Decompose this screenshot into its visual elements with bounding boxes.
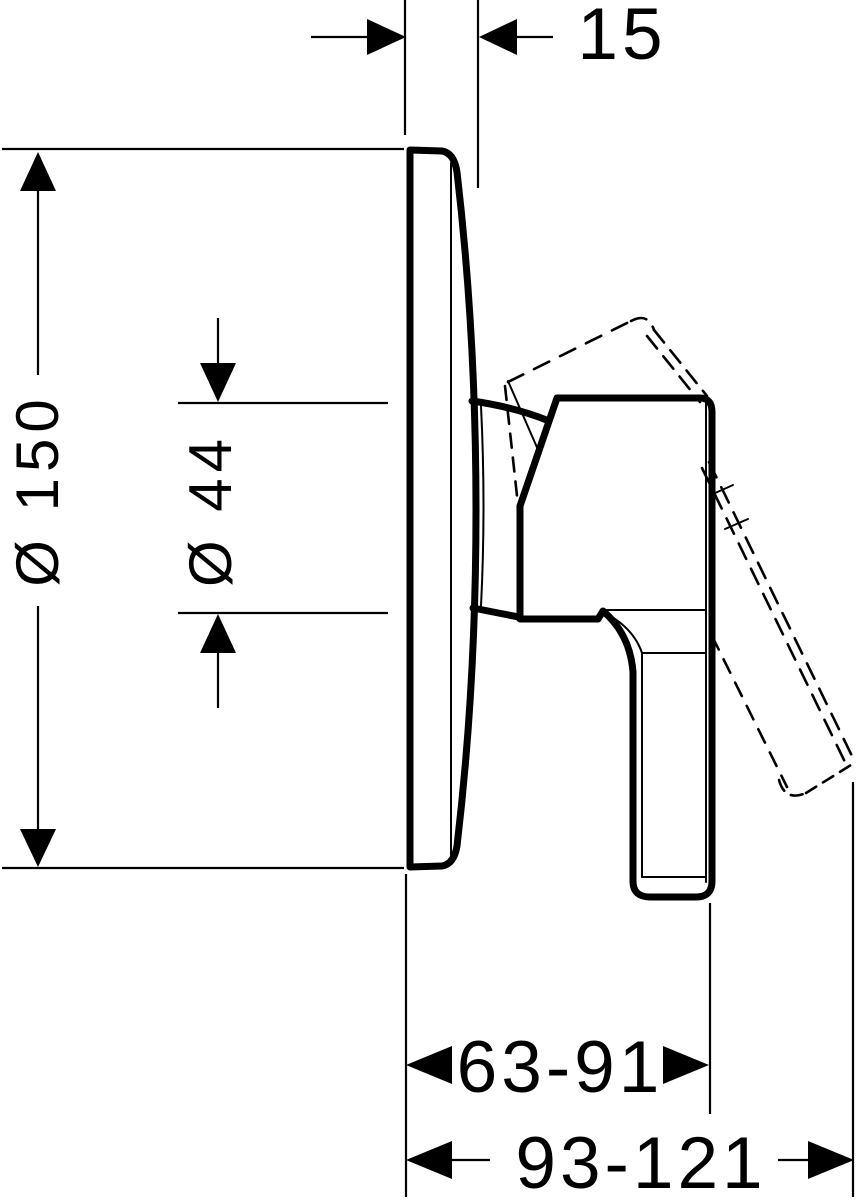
open-head-right-edge-a xyxy=(652,328,709,398)
open-head-top-edge xyxy=(506,319,633,384)
plate-outline xyxy=(406,146,480,871)
open-head-left-edge xyxy=(503,384,520,507)
arrowhead-right-icon xyxy=(808,1141,854,1179)
open-head-corner xyxy=(629,316,656,332)
dimension-label-plate-diameter: Ø 150 xyxy=(4,393,71,586)
dimension-label-depth-max: 93-121 xyxy=(515,1123,766,1200)
open-head-right-edge-b xyxy=(645,334,702,404)
lever-handle-open-dashed xyxy=(503,316,854,797)
dimension-plate-depth: 15 xyxy=(311,0,666,75)
arrowhead-right-icon xyxy=(663,1046,709,1084)
arrowhead-left-icon xyxy=(479,19,517,55)
open-lever-right-edge-b xyxy=(700,466,847,764)
arrowhead-up-icon xyxy=(20,152,56,191)
dimension-label-plate-depth: 15 xyxy=(577,0,666,75)
hub-contour-line xyxy=(480,405,485,607)
arrowhead-down-icon xyxy=(200,363,236,402)
dimension-depth-range-min: 63-91 xyxy=(406,1027,709,1108)
open-lever-step-tick-b xyxy=(724,518,749,530)
dimension-depth-range-max: 93-121 xyxy=(406,1123,854,1200)
handle-outline xyxy=(516,394,716,901)
open-lever-step-tick-a xyxy=(712,484,734,495)
dimension-plate-diameter: Ø 150 xyxy=(4,152,71,867)
arrowhead-left-icon xyxy=(406,1141,452,1179)
escutcheon-plate xyxy=(406,146,480,871)
arrowhead-down-icon xyxy=(20,829,56,867)
hub-bottom-edge xyxy=(469,604,523,621)
arrowhead-right-icon xyxy=(367,19,406,55)
open-lever-left-edge xyxy=(710,634,789,789)
open-head-chamfer-line xyxy=(507,380,540,453)
dimension-label-hub-diameter: Ø 44 xyxy=(177,433,244,587)
open-lever-right-edge-a xyxy=(707,460,854,758)
open-lever-tip-curve xyxy=(777,778,808,797)
open-lever-tip-end xyxy=(804,763,853,795)
valve-hub-sleeve xyxy=(468,397,553,621)
dimension-hub-diameter: Ø 44 xyxy=(177,318,244,708)
lever-neck-contour xyxy=(606,613,643,654)
hub-top-edge xyxy=(468,397,553,425)
arrowhead-up-icon xyxy=(200,614,236,653)
dimension-label-depth-min: 63-91 xyxy=(457,1027,664,1108)
lever-handle-closed xyxy=(516,394,716,901)
arrowhead-left-icon xyxy=(406,1046,452,1084)
